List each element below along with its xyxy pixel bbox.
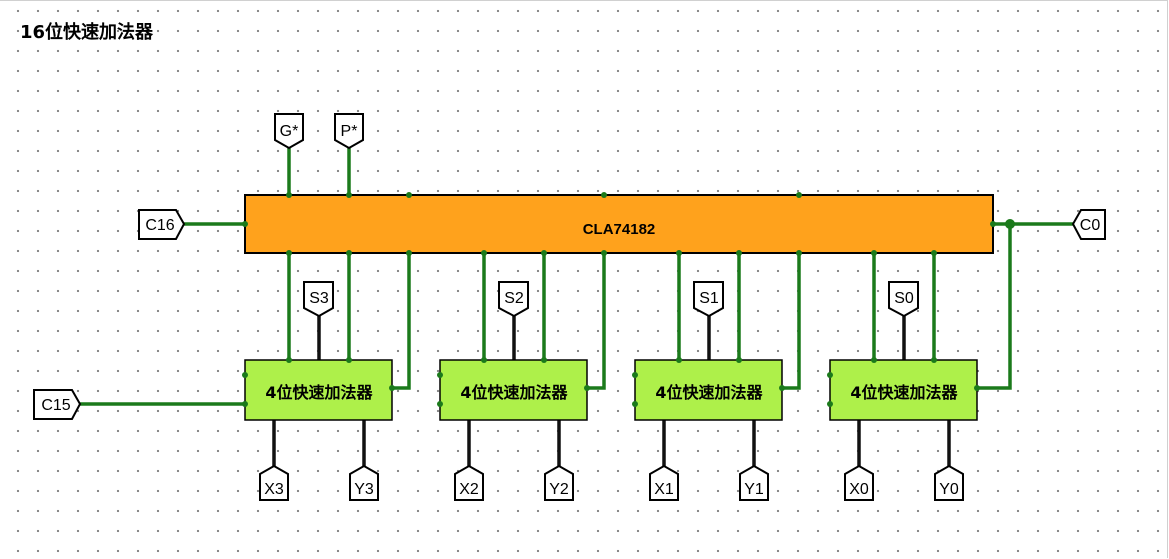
wire-c0-to-adder0 xyxy=(977,224,1012,390)
pin-c0[interactable]: C0 xyxy=(1071,209,1106,240)
pin-s0[interactable]: S0 xyxy=(888,281,919,318)
wire-c12 xyxy=(392,253,411,390)
pin-s3[interactable]: S3 xyxy=(303,281,334,318)
pin-x1[interactable]: X1 xyxy=(649,464,679,501)
data-wires xyxy=(272,316,951,466)
adder-label: 4位快速加法器 xyxy=(655,383,763,402)
pin-label: Y3 xyxy=(354,481,374,498)
pin-label: X3 xyxy=(264,481,284,498)
pin-c16[interactable]: C16 xyxy=(138,209,186,240)
adder-label: 4位快速加法器 xyxy=(460,383,568,402)
adder-1[interactable]: 4位快速加法器 xyxy=(634,359,783,421)
pin-label: Y2 xyxy=(549,481,569,498)
pin-x3[interactable]: X3 xyxy=(259,464,289,501)
cla74182-block[interactable]: CLA74182 xyxy=(244,194,994,254)
pin-x2[interactable]: X2 xyxy=(454,464,484,501)
pin-s2[interactable]: S2 xyxy=(498,281,529,318)
pin-label: X1 xyxy=(654,481,674,498)
wires xyxy=(80,148,1073,406)
diagram-title: 16位快速加法器 xyxy=(20,22,154,43)
adder-3[interactable]: 4位快速加法器 xyxy=(244,359,393,421)
adder-label: 4位快速加法器 xyxy=(265,383,373,402)
pin-label: X2 xyxy=(459,481,479,498)
pin-y2[interactable]: Y2 xyxy=(544,464,574,501)
wire-c8 xyxy=(587,253,606,390)
cla-label: CLA74182 xyxy=(583,221,656,238)
adder-2[interactable]: 4位快速加法器 xyxy=(439,359,588,421)
pin-y1[interactable]: Y1 xyxy=(739,464,769,501)
adder-label: 4位快速加法器 xyxy=(850,383,958,402)
pin-x0[interactable]: X0 xyxy=(844,464,874,501)
pin-y3[interactable]: Y3 xyxy=(349,464,379,501)
pin-label: Y1 xyxy=(744,481,764,498)
pin-label: Y0 xyxy=(939,481,959,498)
pin-label: S0 xyxy=(894,290,914,307)
pin-label: C16 xyxy=(145,217,174,234)
pin-g-star[interactable]: G* xyxy=(274,113,304,150)
pin-y0[interactable]: Y0 xyxy=(934,464,964,501)
pin-label: S3 xyxy=(309,290,329,307)
pin-dots xyxy=(242,192,1015,407)
wire-c4 xyxy=(782,253,801,390)
pin-label: S2 xyxy=(504,290,524,307)
pin-label: X0 xyxy=(849,481,869,498)
pin-c15[interactable]: C15 xyxy=(33,389,82,420)
pin-label: C15 xyxy=(41,397,70,414)
pin-label: P* xyxy=(341,123,358,140)
pin-label: G* xyxy=(280,123,299,140)
pin-label: S1 xyxy=(699,290,719,307)
pin-p-star[interactable]: P* xyxy=(334,113,364,150)
adder-0[interactable]: 4位快速加法器 xyxy=(829,359,978,421)
pin-s1[interactable]: S1 xyxy=(693,281,724,318)
pin-label: C0 xyxy=(1080,217,1101,234)
